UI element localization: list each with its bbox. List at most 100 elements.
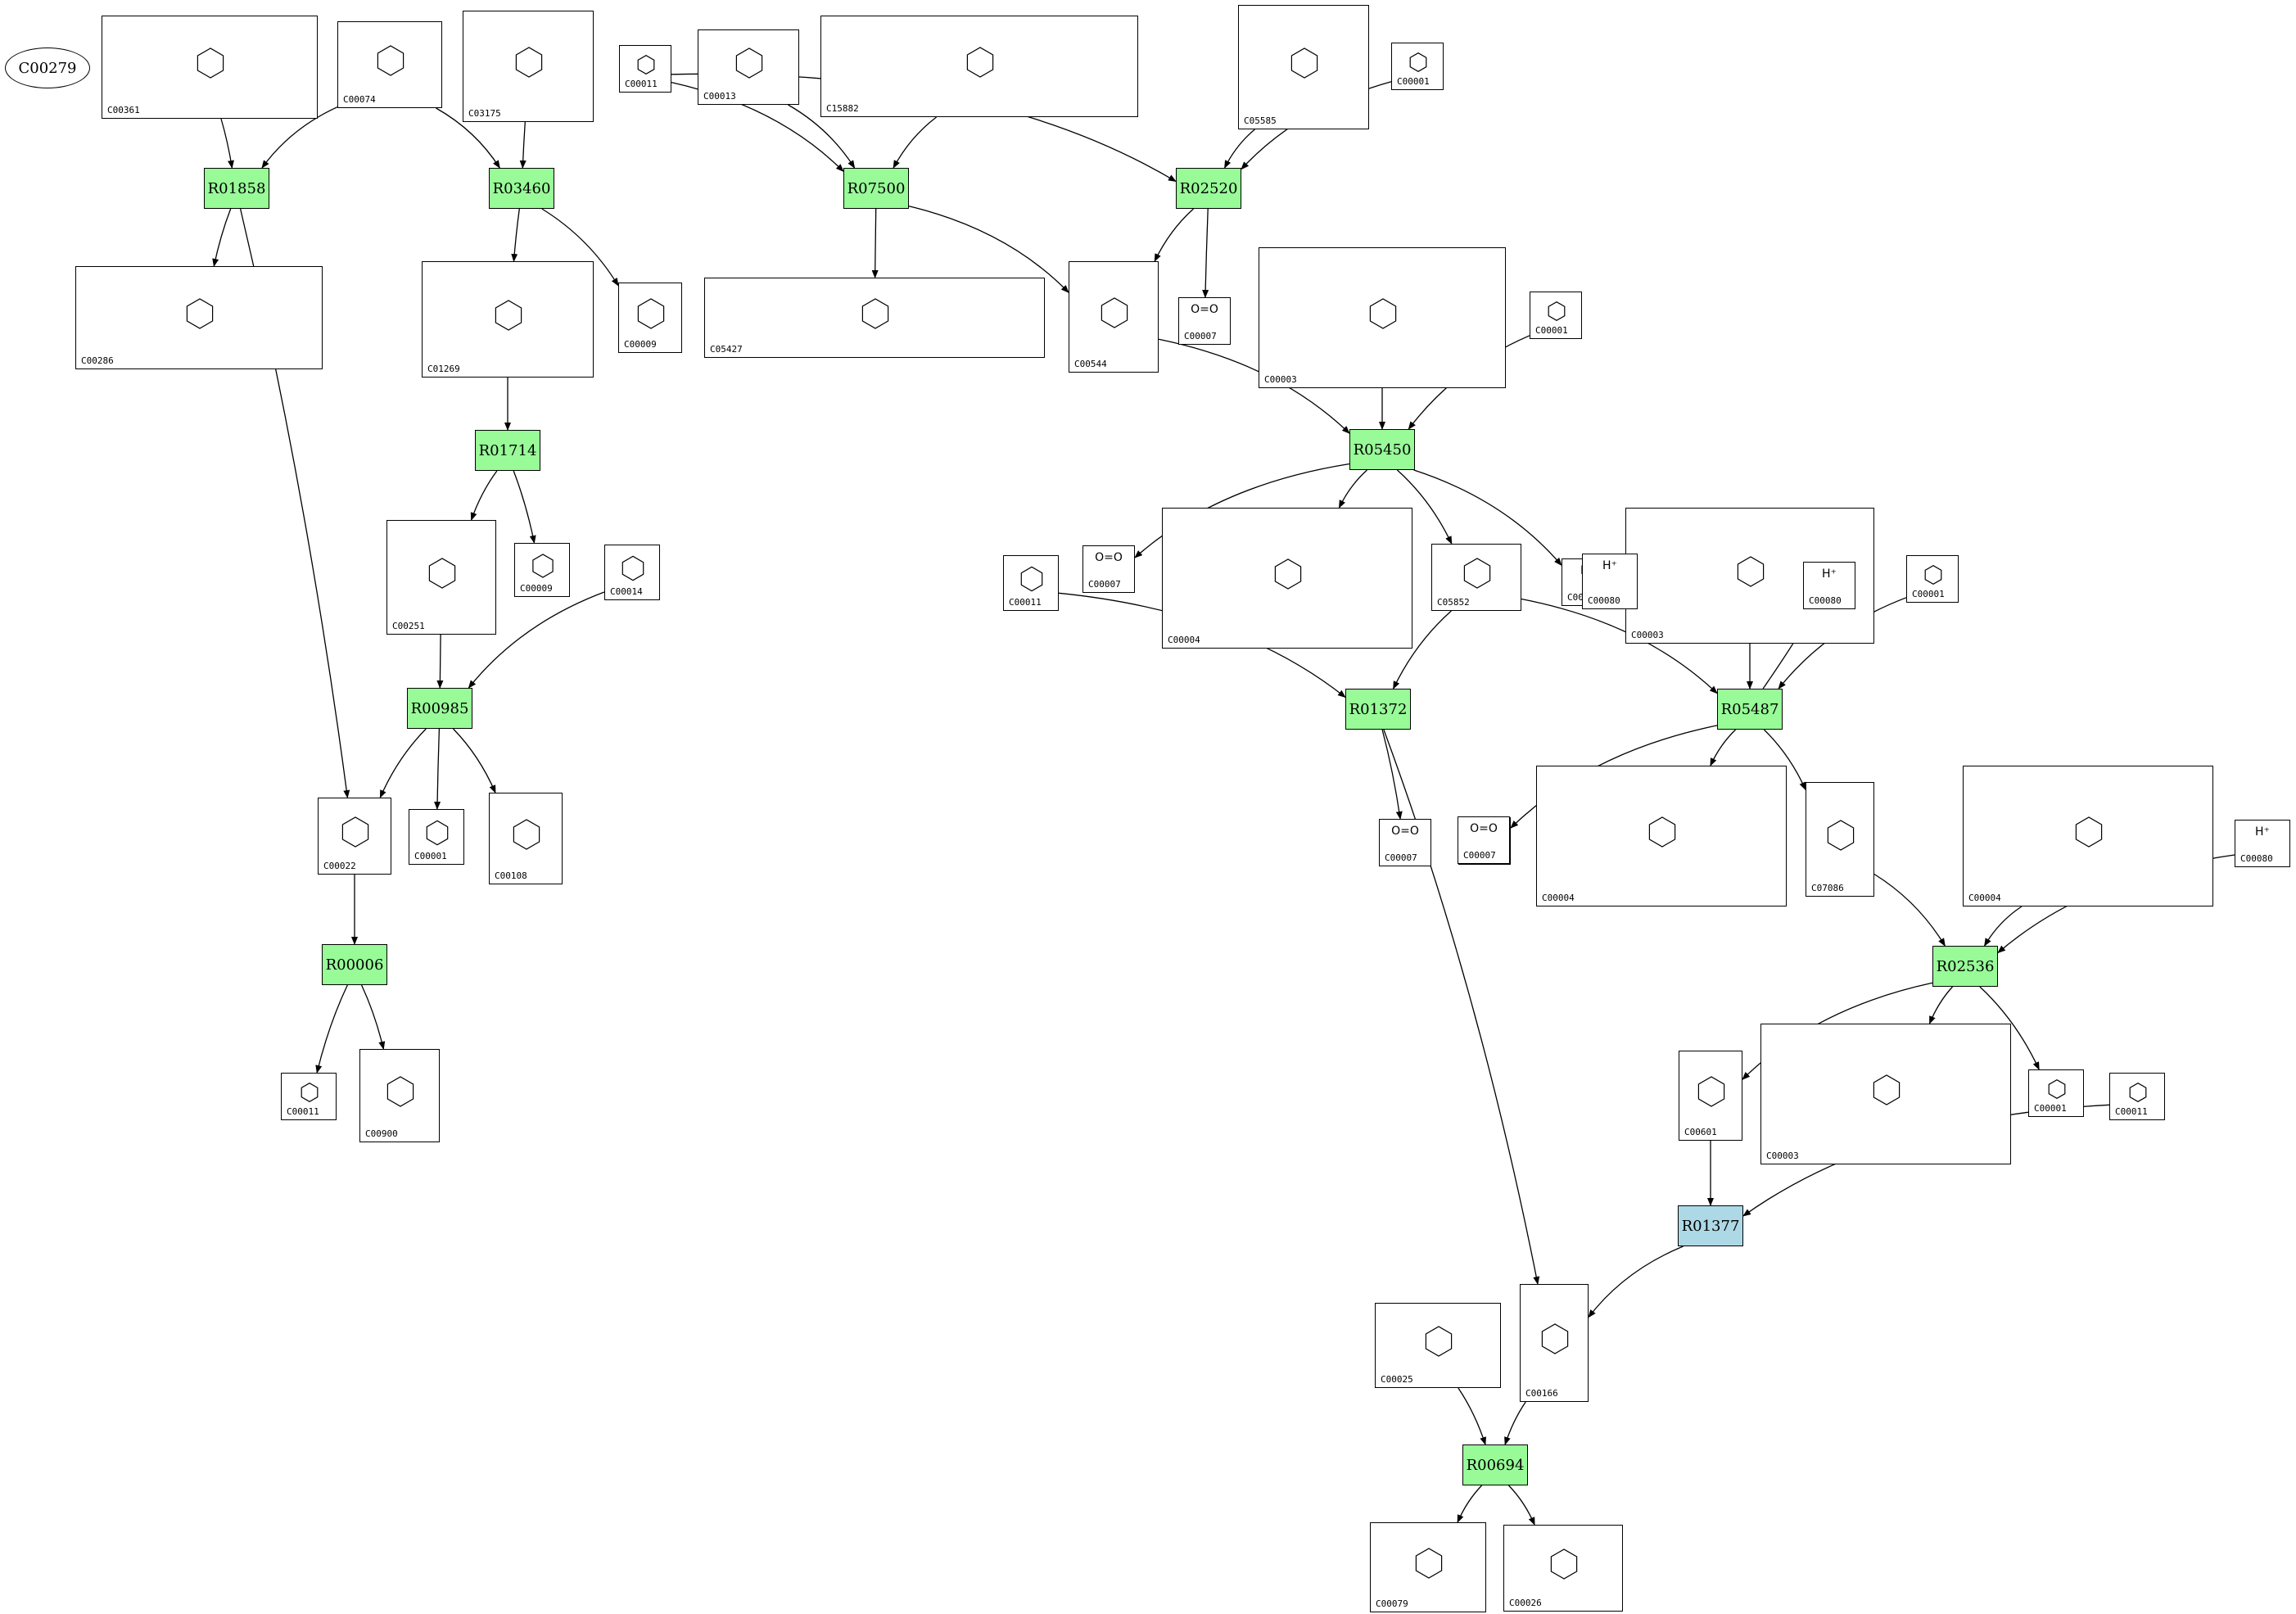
reaction-label: R01714 — [478, 441, 537, 459]
compound-box-c00166[interactable]: C00166 — [1520, 1284, 1589, 1402]
reaction-node-r03460[interactable]: R03460 — [489, 168, 554, 209]
compound-id-label: C00003 — [1766, 1151, 1799, 1161]
compound-box-c05427[interactable]: C05427 — [704, 278, 1045, 358]
compound-box-c00004[interactable]: C00004 — [1963, 766, 2213, 906]
reaction-edge — [434, 728, 441, 810]
reaction-label: R01858 — [207, 179, 266, 197]
compound-box-c00286[interactable]: C00286 — [75, 266, 323, 369]
reaction-edge — [1928, 986, 1953, 1024]
reaction-edge — [1396, 469, 1453, 545]
compound-box-c00003[interactable]: C00003 — [1259, 247, 1506, 388]
ring-sketch — [1550, 1548, 1578, 1580]
compound-box-c00022[interactable]: C00022 — [318, 798, 391, 875]
start-compound-node[interactable]: C00279 — [5, 47, 90, 88]
reaction-label: R01377 — [1681, 1217, 1740, 1235]
compound-box-c00004[interactable]: C00004 — [1162, 508, 1412, 649]
compound-id-label: C00080 — [2240, 853, 2273, 864]
compound-box-c00011[interactable]: C00011 — [2109, 1073, 2165, 1120]
ring-sketch — [2129, 1083, 2147, 1102]
compound-box-c05852[interactable]: C05852 — [1431, 544, 1521, 611]
reaction-edge — [871, 208, 879, 278]
compound-box-c00080[interactable]: H⁺C00080 — [2235, 820, 2290, 867]
structure-drawing — [637, 55, 655, 75]
ring-sketch — [1548, 301, 1566, 321]
compound-box-c00001[interactable]: C00001 — [1906, 555, 1959, 603]
compound-box-c03175[interactable]: C03175 — [463, 11, 594, 122]
compound-box-c00080[interactable]: H⁺C00080 — [1582, 554, 1638, 609]
ring-sketch — [637, 298, 665, 329]
compound-box-c05585[interactable]: C05585 — [1238, 5, 1369, 129]
compound-id-label: C00900 — [365, 1128, 398, 1139]
reaction-node-r05450[interactable]: R05450 — [1349, 429, 1415, 470]
compound-box-c00251[interactable]: C00251 — [386, 520, 496, 635]
structure-drawing — [301, 1083, 319, 1102]
reaction-node-r05487[interactable]: R05487 — [1717, 689, 1783, 730]
compound-box-c00001[interactable]: C00001 — [2028, 1069, 2084, 1117]
structure-drawing — [515, 47, 543, 78]
reaction-node-r01377[interactable]: R01377 — [1678, 1205, 1743, 1246]
reaction-edge — [1763, 729, 1806, 791]
compound-id-label: C05427 — [710, 344, 743, 355]
compound-box-c00001[interactable]: C00001 — [1530, 292, 1582, 339]
reaction-label: R05450 — [1353, 441, 1412, 459]
compound-box-c07086[interactable]: C07086 — [1806, 782, 1874, 897]
reaction-node-r00694[interactable]: R00694 — [1462, 1444, 1528, 1485]
reaction-edge — [671, 81, 844, 173]
compound-box-c00601[interactable]: C00601 — [1679, 1051, 1742, 1141]
structure-drawing — [1415, 1548, 1443, 1579]
compound-box-c00900[interactable]: C00900 — [359, 1049, 440, 1142]
compound-id-label: C05585 — [1244, 115, 1277, 126]
reaction-node-r01372[interactable]: R01372 — [1345, 689, 1411, 730]
compound-box-c00009[interactable]: C00009 — [618, 283, 682, 353]
reaction-node-r00006[interactable]: R00006 — [322, 944, 387, 985]
reaction-edge — [1338, 469, 1367, 509]
compound-formula: O=O — [1470, 822, 1498, 835]
reaction-edge — [541, 208, 619, 287]
compound-id-label: C00251 — [392, 621, 425, 631]
ring-sketch — [301, 1083, 319, 1102]
reaction-node-r00985[interactable]: R00985 — [407, 688, 472, 729]
compound-id-label: C00025 — [1381, 1374, 1413, 1385]
compound-box-c15882[interactable]: C15882 — [820, 16, 1138, 117]
compound-box-c00361[interactable]: C00361 — [102, 16, 318, 119]
ring-sketch — [513, 819, 540, 850]
reaction-node-r02536[interactable]: R02536 — [1932, 946, 1998, 987]
compound-box-c00025[interactable]: C00025 — [1375, 1303, 1501, 1388]
compound-box-c00079[interactable]: C00079 — [1370, 1522, 1486, 1612]
compound-box-c00013[interactable]: C00013 — [698, 29, 799, 105]
compound-box-c00011[interactable]: C00011 — [619, 45, 671, 93]
compound-box-c00108[interactable]: C00108 — [489, 793, 563, 884]
ring-sketch — [386, 1076, 414, 1107]
compound-box-c00001[interactable]: C00001 — [1391, 43, 1444, 90]
ring-sketch — [1369, 298, 1397, 329]
compound-id-label: C07086 — [1811, 883, 1844, 893]
compound-box-c00009[interactable]: C00009 — [514, 543, 570, 597]
reaction-edge — [1202, 208, 1209, 298]
reaction-node-r01858[interactable]: R01858 — [204, 168, 269, 209]
structure-drawing — [1541, 1323, 1569, 1354]
compound-box-c00003[interactable]: C00003 — [1760, 1024, 2011, 1164]
compound-box-c00014[interactable]: C00014 — [604, 545, 660, 600]
compound-box-c00004[interactable]: C00004 — [1536, 766, 1787, 906]
compound-box-c01269[interactable]: C01269 — [422, 261, 594, 378]
compound-box-c00026[interactable]: C00026 — [1503, 1525, 1623, 1612]
reaction-node-r07500[interactable]: R07500 — [843, 168, 909, 209]
compound-box-c00011[interactable]: C00011 — [281, 1073, 337, 1120]
ring-sketch — [861, 298, 889, 329]
compound-box-c00011[interactable]: C00011 — [1003, 555, 1059, 611]
compound-id-label: C00022 — [323, 861, 356, 871]
compound-box-c00074[interactable]: C00074 — [337, 21, 442, 108]
reaction-edge — [1588, 1246, 1684, 1318]
compound-box-c00080[interactable]: H⁺C00080 — [1803, 562, 1855, 609]
compound-box-c00544[interactable]: C00544 — [1069, 261, 1159, 373]
reaction-node-r01714[interactable]: R01714 — [475, 430, 540, 471]
structure-drawing — [1550, 1548, 1578, 1580]
compound-box-c00001[interactable]: C00001 — [409, 809, 464, 865]
reaction-node-r02520[interactable]: R02520 — [1176, 168, 1241, 209]
reaction-label: R00006 — [325, 956, 384, 974]
